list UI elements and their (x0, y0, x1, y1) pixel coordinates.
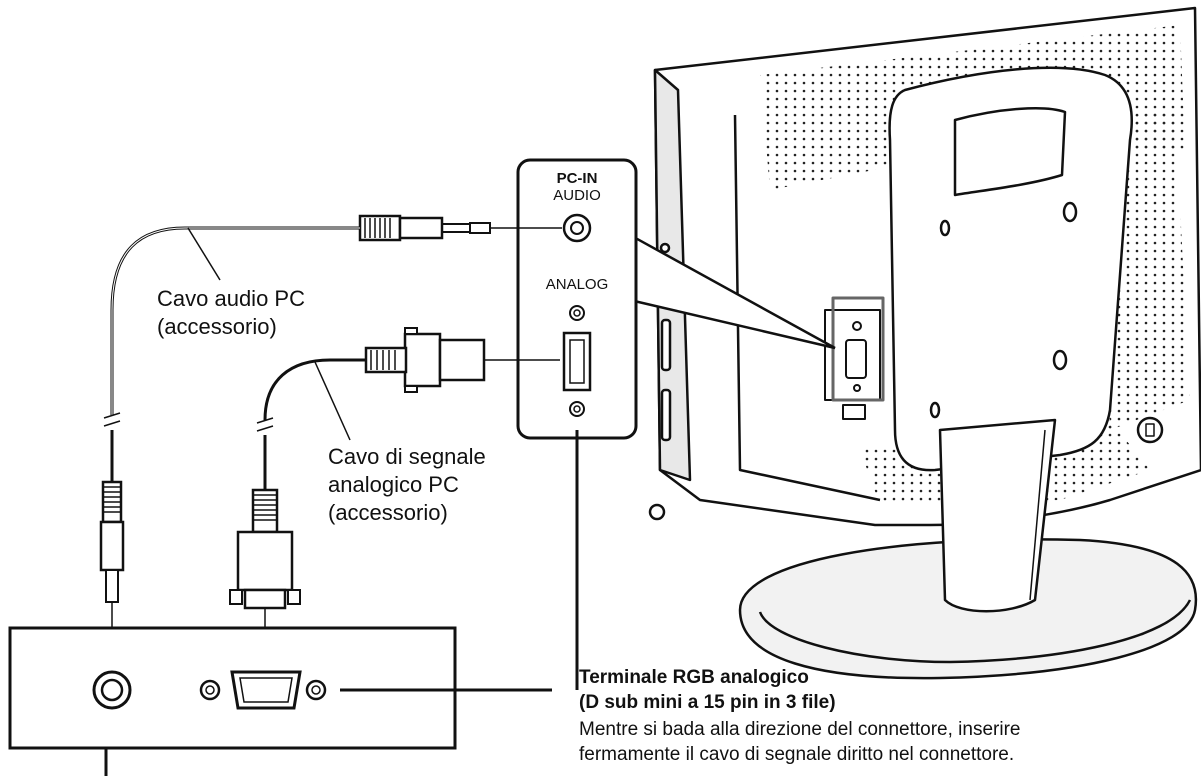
panel-audio-label: AUDIO (553, 187, 601, 204)
audio-cable-label-line1: Cavo audio PC (157, 286, 305, 311)
signal-cable (229, 327, 560, 690)
panel-pc-in-label: PC-IN (556, 170, 598, 187)
pc-in-panel (516, 158, 638, 440)
terminal-desc-line2: fermamente il cavo di segnale diritto ne… (579, 744, 1015, 765)
leader-lines (104, 430, 579, 776)
stand-handle (888, 66, 1133, 472)
signal-connector-top (403, 332, 442, 388)
monitor-connector-highlight (831, 296, 885, 402)
panel-analog-label: ANALOG (545, 276, 609, 293)
signal-cable-label-line2: analogico PC (328, 472, 459, 497)
audio-cable-label-line2: (accessorio) (157, 314, 277, 339)
monitor (648, 6, 1201, 680)
signal-connector-bottom (236, 530, 294, 592)
signal-cable-label-line1: Cavo di segnale (328, 444, 486, 469)
pc-back-panel (8, 626, 457, 750)
terminal-title-line2: (D sub mini a 15 pin in 3 file) (579, 692, 836, 713)
terminal-desc-line1: Mentre si bada alla direzione del connet… (579, 719, 1021, 740)
signal-cable-label-line3: (accessorio) (328, 500, 448, 525)
terminal-title-line1: Terminale RGB analogico (579, 667, 809, 688)
stand-neck (938, 418, 1057, 613)
